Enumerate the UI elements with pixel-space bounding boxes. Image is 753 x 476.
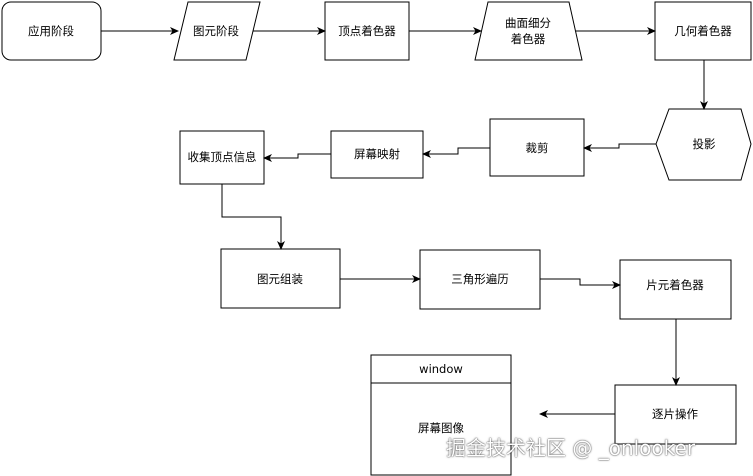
- collect-vertex-info-label: 收集顶点信息: [188, 150, 257, 164]
- primitive-stage-node: [173, 1, 261, 61]
- edge-collect-to-assembly: [221, 184, 285, 250]
- primitive-stage-label: 图元阶段: [193, 24, 239, 38]
- edge-traversal-to-fragment: [540, 278, 621, 289]
- geometry-shader-node: [654, 1, 752, 61]
- triangle-traversal-label: 三角形遍历: [451, 272, 509, 286]
- clipping-label: 裁剪: [526, 141, 549, 155]
- vertex-shader-label: 顶点着色器: [338, 24, 396, 38]
- window-node: [370, 354, 512, 476]
- geometry-shader-label: 几何着色器: [674, 24, 732, 38]
- primitive-assembly-label: 图元组装: [257, 272, 303, 286]
- fragment-shader-label: 片元着色器: [646, 278, 704, 292]
- fragment-shader-node: [619, 259, 732, 320]
- vertex-shader-node: [324, 1, 410, 61]
- window-title: window: [419, 362, 463, 376]
- edge-projection-to-clipping: [583, 143, 656, 152]
- tessellation-label-line1: 曲面细分: [505, 16, 551, 30]
- collect-vertex-info-node: [179, 130, 265, 185]
- screen-mapping-label: 屏幕映射: [354, 147, 400, 161]
- edge-clipping-to-screen-mapping: [422, 147, 490, 158]
- tessellation-label-line2: 着色器: [511, 32, 546, 46]
- screen-image-label: 屏幕图像: [418, 421, 464, 435]
- tessellation-shader-node: [474, 1, 583, 61]
- app-stage-label: 应用阶段: [28, 24, 74, 38]
- watermark-text: 掘金技术社区 @ _onlooker: [446, 436, 696, 460]
- projection-label: 投影: [693, 137, 716, 151]
- per-fragment-ops-label: 逐片操作: [652, 407, 698, 421]
- edge-screen-mapping-to-collect: [263, 153, 331, 162]
